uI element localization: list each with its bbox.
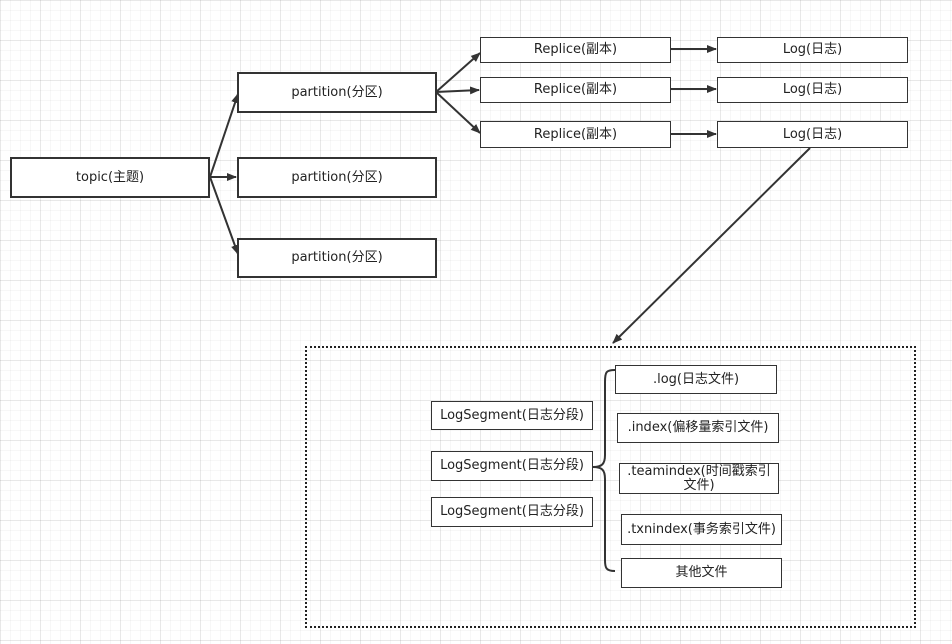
- log-segment-node[interactable]: LogSegment(日志分段): [431, 451, 593, 481]
- partition-node[interactable]: partition(分区): [237, 157, 437, 198]
- log-node[interactable]: Log(日志): [717, 121, 908, 148]
- replica-node[interactable]: Replice(副本): [480, 37, 671, 63]
- segment-files-brace: [592, 369, 616, 572]
- replica-node[interactable]: Replice(副本): [480, 77, 671, 103]
- partition-node[interactable]: partition(分区): [237, 72, 437, 113]
- edge-partition-replica-3: [435, 91, 481, 134]
- other-files-node[interactable]: 其他文件: [621, 558, 782, 588]
- edge-topic-partition-3: [209, 176, 239, 255]
- txnindex-file-node[interactable]: .txnindex(事务索引文件): [621, 514, 782, 545]
- log-node[interactable]: Log(日志): [717, 37, 908, 63]
- timeindex-file-node[interactable]: .teamindex(时间戳索引文件): [619, 463, 779, 494]
- log-detail-region: [305, 346, 916, 628]
- topic-node[interactable]: topic(主题): [10, 157, 210, 198]
- edge-topic-partition-1: [209, 93, 239, 178]
- partition-node[interactable]: partition(分区): [237, 238, 437, 278]
- edge-partition-replica-2: [435, 86, 480, 95]
- log-file-node[interactable]: .log(日志文件): [615, 365, 777, 394]
- edge-partition-replica-1: [435, 52, 481, 93]
- log-node[interactable]: Log(日志): [717, 77, 908, 103]
- replica-node[interactable]: Replice(副本): [480, 121, 671, 148]
- edge-log-to-region: [612, 147, 811, 344]
- index-file-node[interactable]: .index(偏移量索引文件): [617, 413, 779, 443]
- log-segment-node[interactable]: LogSegment(日志分段): [431, 497, 593, 527]
- log-segment-node[interactable]: LogSegment(日志分段): [431, 401, 593, 430]
